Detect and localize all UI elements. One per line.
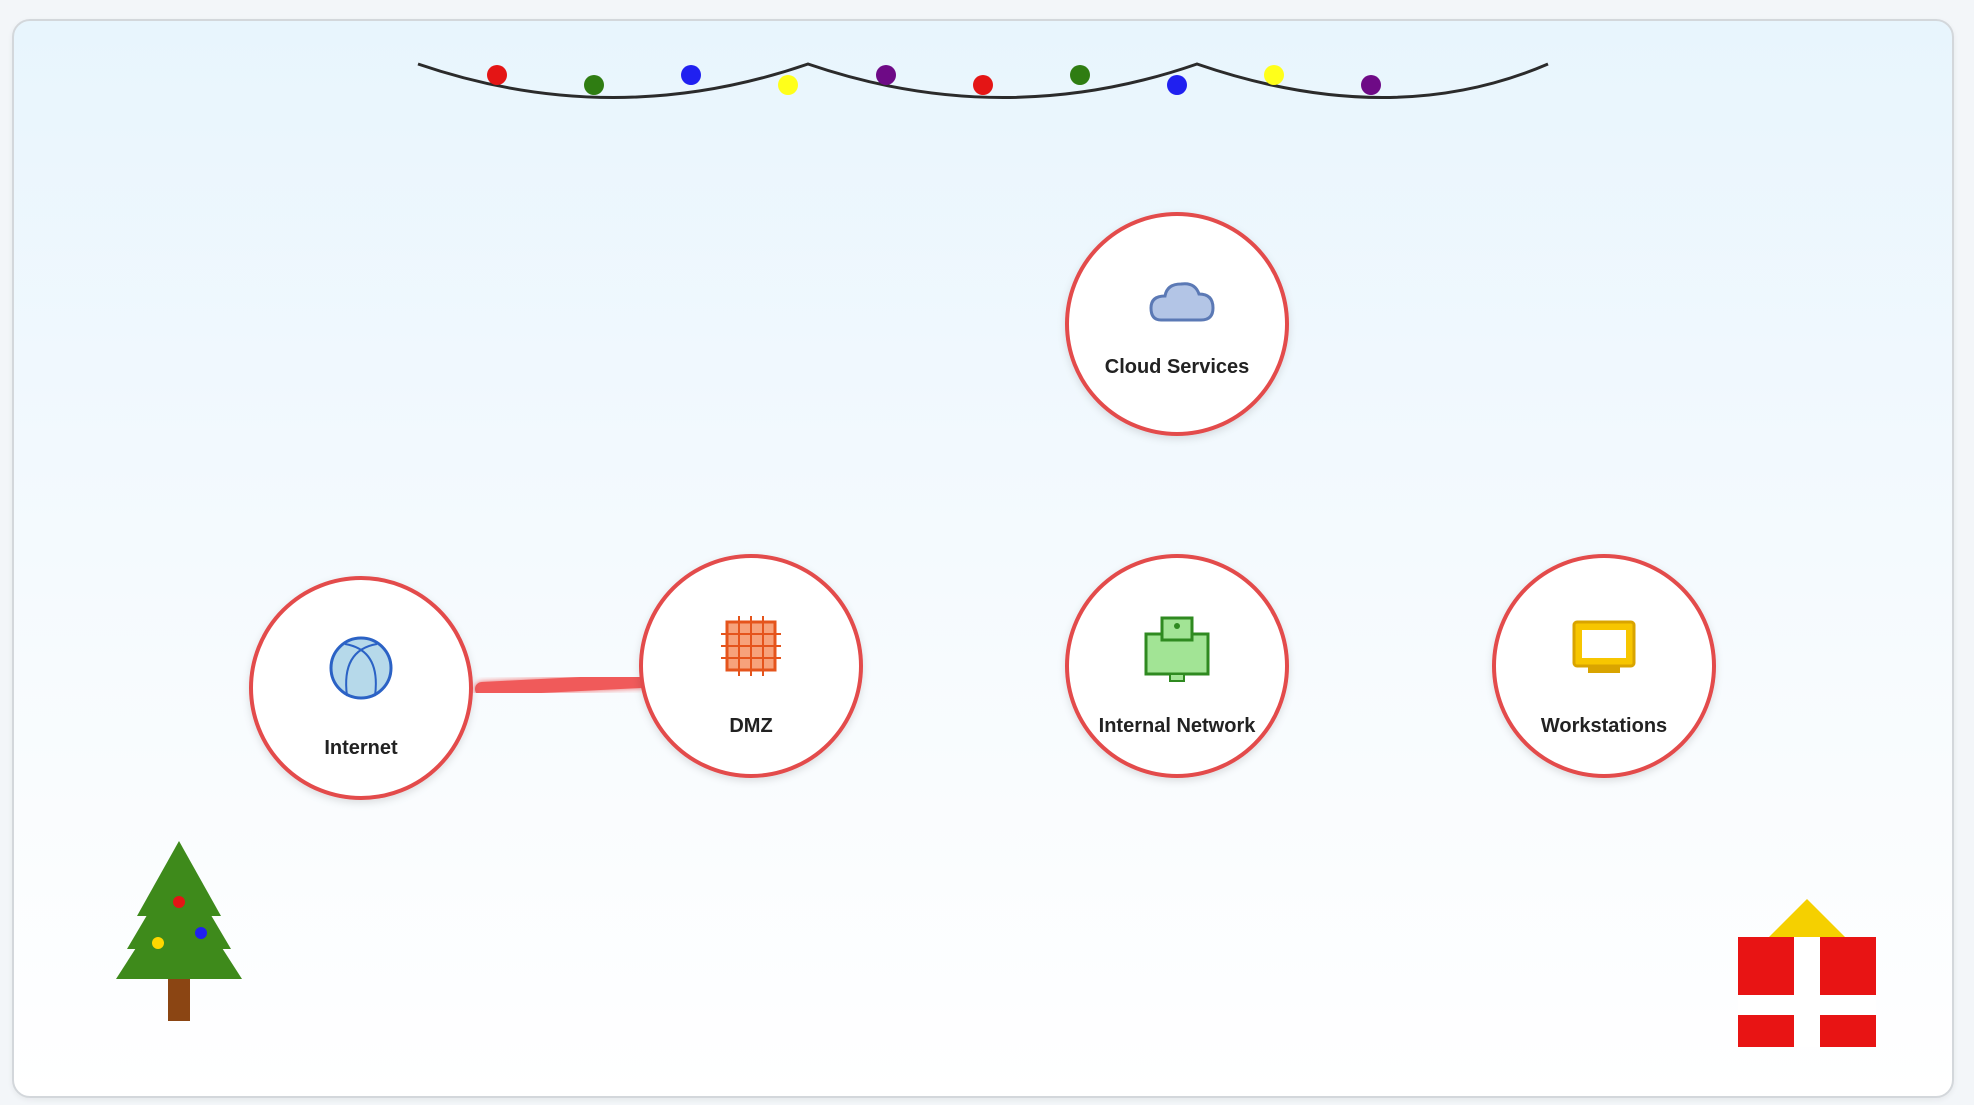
light-bulb bbox=[681, 65, 701, 85]
light-bulb bbox=[778, 75, 798, 95]
node-internal-network[interactable]: Internal Network bbox=[1065, 554, 1289, 778]
node-label: Workstations bbox=[1541, 715, 1667, 737]
light-bulb bbox=[876, 65, 896, 85]
light-bulb bbox=[584, 75, 604, 95]
light-bulb bbox=[1167, 75, 1187, 95]
connections bbox=[475, 434, 1491, 696]
light-bulb bbox=[1264, 65, 1284, 85]
node-label: Internet bbox=[324, 737, 398, 759]
light-bulb bbox=[1070, 65, 1090, 85]
network-device-icon bbox=[1144, 616, 1210, 682]
node-label: Internal Network bbox=[1099, 715, 1257, 737]
globe-icon bbox=[329, 636, 393, 700]
monitor-icon bbox=[1572, 620, 1636, 673]
node-cloud-services[interactable]: Cloud Services bbox=[1065, 212, 1289, 436]
diagram-canvas: Internet DMZ Internal Network bbox=[12, 19, 1954, 1098]
light-wire bbox=[417, 62, 1549, 99]
gift-icon bbox=[1738, 899, 1876, 1047]
network-diagram: Internet DMZ Internal Network bbox=[116, 62, 1876, 1047]
string-lights bbox=[417, 62, 1549, 99]
node-internet[interactable]: Internet bbox=[249, 576, 473, 800]
light-bulb bbox=[487, 65, 507, 85]
cloud-icon bbox=[1149, 282, 1215, 322]
node-label: Cloud Services bbox=[1105, 356, 1250, 378]
edge-internet-dmz bbox=[475, 674, 647, 696]
firewall-icon bbox=[721, 616, 781, 676]
light-bulb bbox=[973, 75, 993, 95]
christmas-tree-icon bbox=[116, 841, 242, 1021]
node-dmz[interactable]: DMZ bbox=[639, 554, 863, 778]
light-bulb bbox=[1361, 75, 1381, 95]
node-label: DMZ bbox=[729, 715, 772, 737]
node-workstations[interactable]: Workstations bbox=[1492, 554, 1716, 778]
